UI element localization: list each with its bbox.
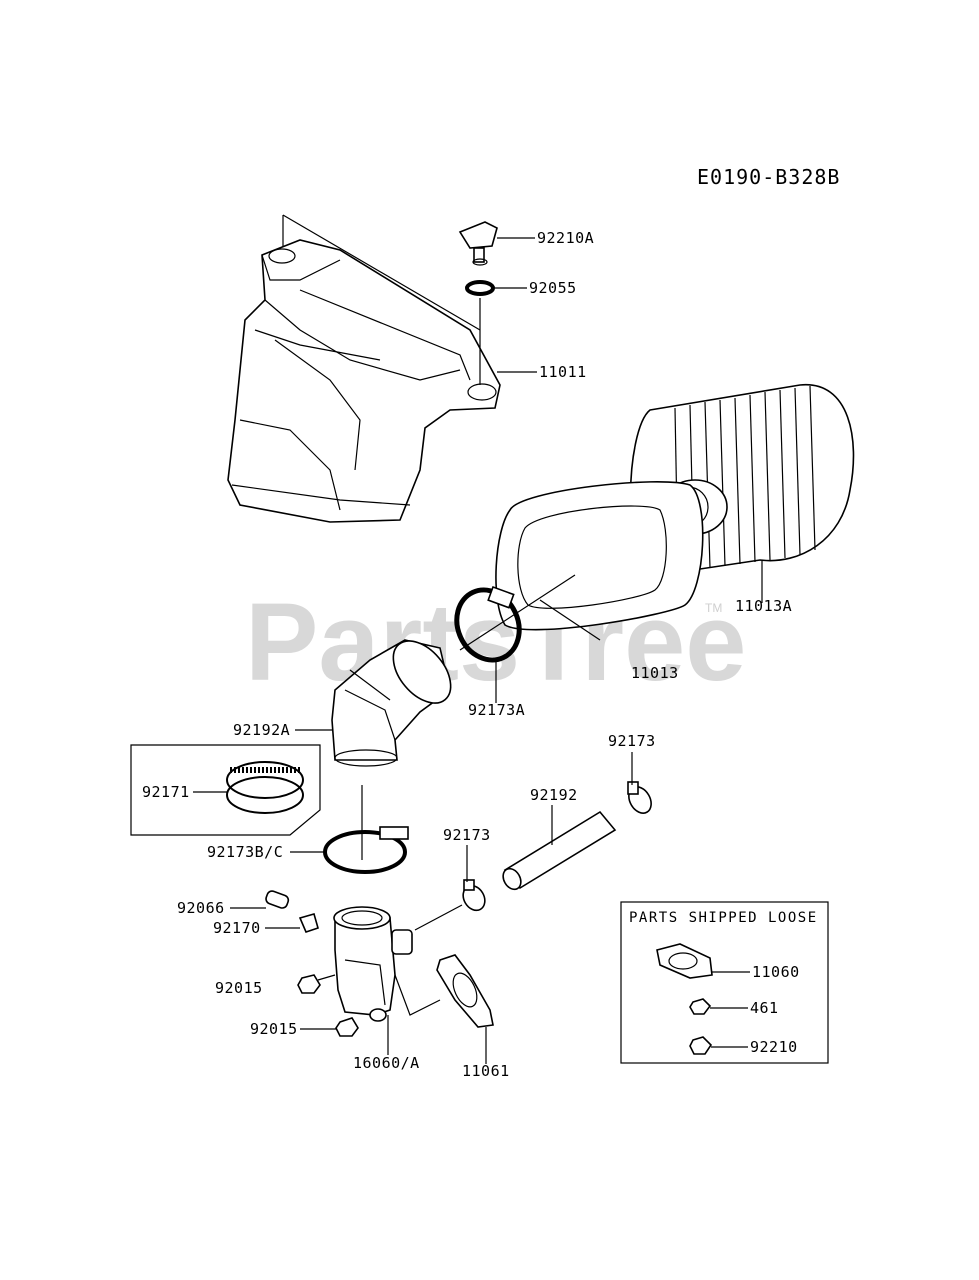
cap-92066[interactable]: [265, 890, 290, 910]
watermark-trademark: TM: [705, 601, 722, 615]
label-92173-mid[interactable]: 92173: [443, 826, 491, 844]
label-92210A[interactable]: 92210A: [537, 229, 594, 247]
leader-11013: [539, 599, 601, 641]
label-11060[interactable]: 11060: [752, 963, 800, 981]
label-11013A[interactable]: 11013A: [735, 597, 792, 615]
clamp-92171[interactable]: [226, 761, 304, 814]
label-11013[interactable]: 11013: [631, 664, 679, 682]
nut-461[interactable]: [689, 998, 712, 1015]
hose-92192[interactable]: [500, 810, 617, 893]
label-461[interactable]: 461: [750, 999, 779, 1017]
label-92173A[interactable]: 92173A: [468, 701, 525, 719]
air-cleaner-cover[interactable]: [227, 214, 501, 523]
clip-92170[interactable]: [298, 913, 319, 933]
parts-shipped-loose-box: [620, 901, 829, 1064]
label-92192A[interactable]: 92192A: [233, 721, 290, 739]
gasket-11060[interactable]: [656, 943, 713, 979]
label-92170[interactable]: 92170: [213, 919, 261, 937]
wing-nut-92210A[interactable]: [458, 221, 498, 266]
nut-92015-b[interactable]: [335, 1017, 359, 1037]
label-92210[interactable]: 92210: [750, 1038, 798, 1056]
label-11011[interactable]: 11011: [539, 363, 587, 381]
label-92173-top[interactable]: 92173: [608, 732, 656, 750]
label-92171[interactable]: 92171: [142, 783, 190, 801]
gasket-11061[interactable]: [436, 954, 494, 1028]
elbow-hose-92192A[interactable]: [331, 630, 462, 767]
housing-16060A[interactable]: [333, 906, 413, 1022]
label-92192[interactable]: 92192: [530, 786, 578, 804]
washer-92055[interactable]: [465, 280, 495, 296]
label-92015-a[interactable]: 92015: [215, 979, 263, 997]
clamp-92173BC[interactable]: [323, 826, 409, 874]
label-92015-b[interactable]: 92015: [250, 1020, 298, 1038]
label-92173BC[interactable]: 92173B/C: [207, 843, 283, 861]
diagram-code: E0190-B328B: [697, 165, 840, 189]
nut-92210[interactable]: [689, 1036, 713, 1055]
label-92066[interactable]: 92066: [177, 899, 225, 917]
pre-cleaner-11013[interactable]: [495, 481, 704, 631]
clamp-92173-top[interactable]: [624, 781, 655, 817]
nut-92015-a[interactable]: [297, 974, 321, 994]
parts-shipped-loose-title: PARTS SHIPPED LOOSE: [629, 910, 818, 926]
label-92055[interactable]: 92055: [529, 279, 577, 297]
label-16060A[interactable]: 16060/A: [353, 1054, 420, 1072]
clamp-box-92171: [130, 744, 321, 836]
label-11061[interactable]: 11061: [462, 1062, 510, 1080]
clamp-92173-mid[interactable]: [459, 879, 489, 914]
clamp-92173A[interactable]: [446, 580, 531, 671]
